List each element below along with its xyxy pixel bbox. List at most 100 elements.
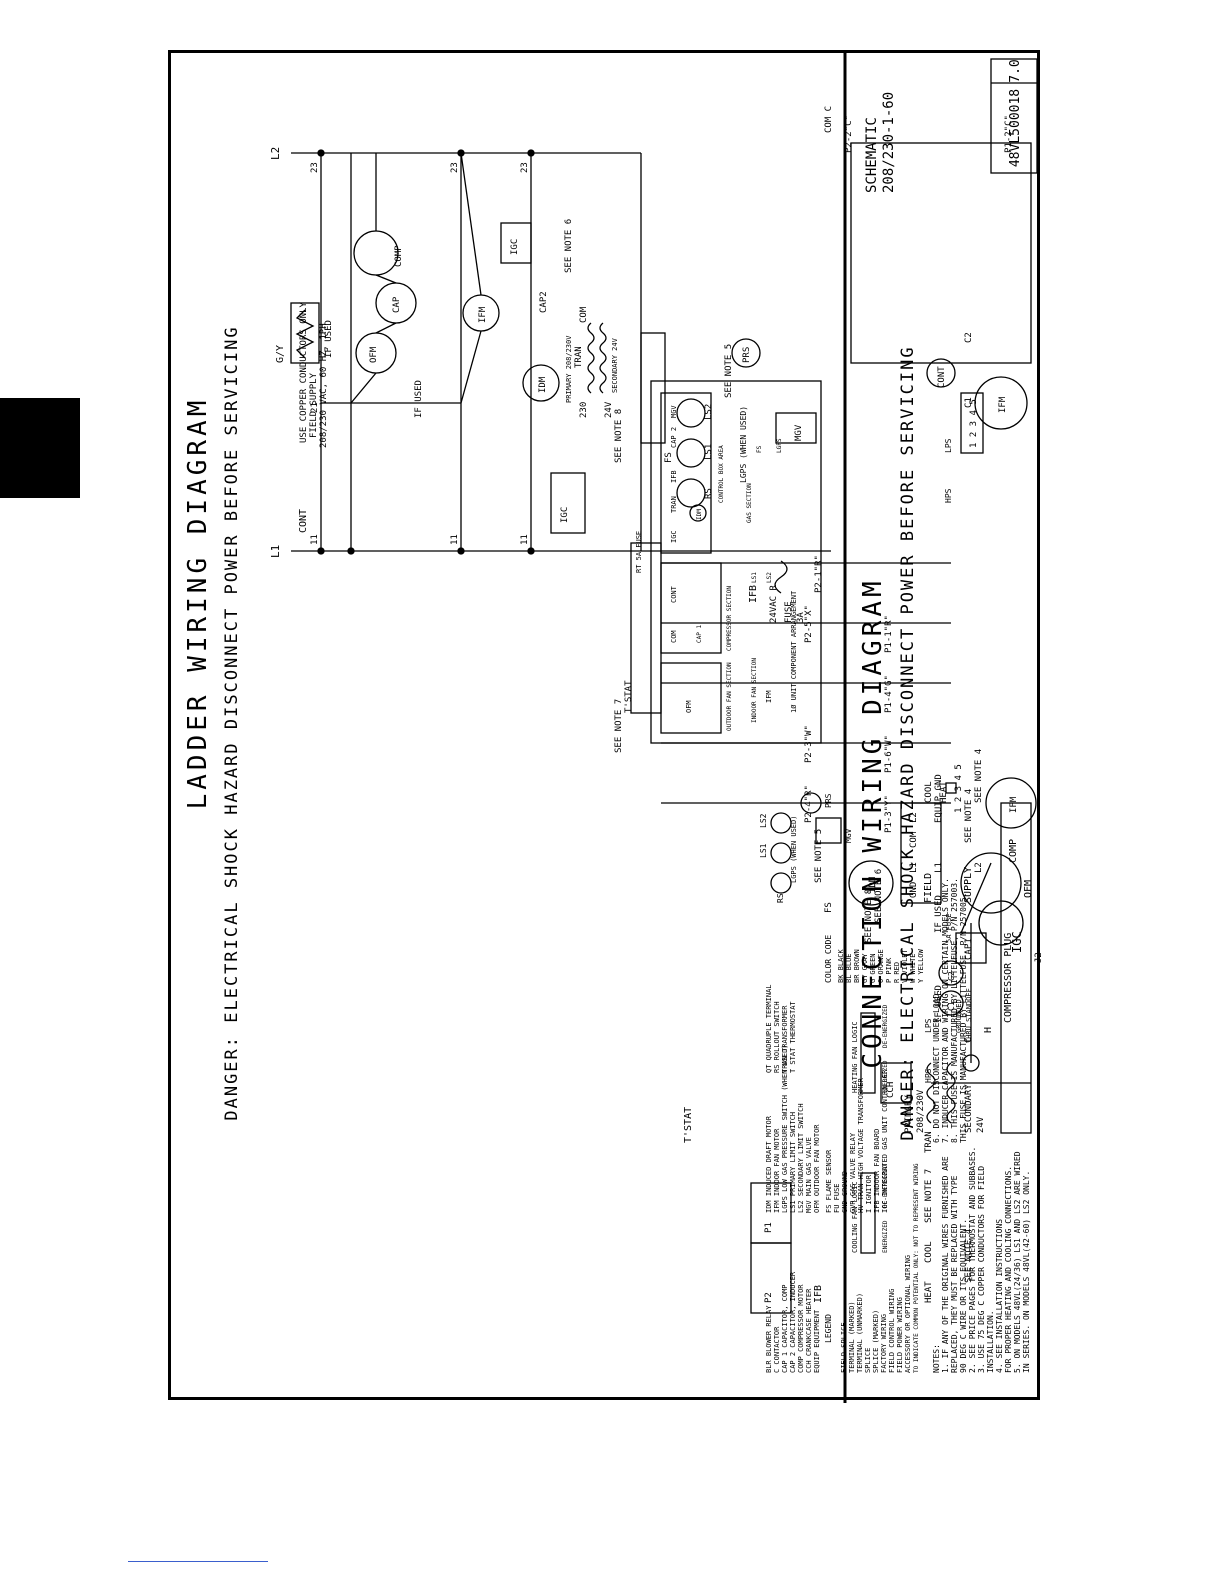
legend-code: I IGNITOR <box>865 1174 873 1213</box>
cooling-fan-logic: COOLING FAN LOGIC <box>851 1181 859 1253</box>
conn-c2-circle <box>938 960 964 986</box>
conn-ifb: IFB <box>813 1285 824 1303</box>
arr-control-box <box>660 392 712 554</box>
page-edge-tab <box>0 398 80 498</box>
color-code: V VIOLET <box>901 948 909 983</box>
ladder-mgv: MGV <box>794 424 804 441</box>
arr-outdoor-fan-label: OUTDOOR FAN SECTION <box>726 662 733 731</box>
ladder-p2-1r: P2-1"R" <box>814 555 824 593</box>
conn-fan-numbers: 1 2 3 4 5 <box>954 764 964 813</box>
ladder-heat: HEAT <box>939 781 949 803</box>
ladder-p2-2c: P2-2"C" <box>844 115 854 153</box>
conn-equip-gnd: EQUIP GND <box>934 774 944 823</box>
ladder-cont-c1: C1 <box>964 397 974 408</box>
cooling-fan-logic-bar <box>860 1172 876 1254</box>
arr-mgv: MGV <box>670 405 678 418</box>
ladder-prs-circle <box>731 338 761 368</box>
legend-symbol: FIELD SPLICE <box>840 1322 848 1373</box>
ladder-idm-circle <box>522 364 560 402</box>
line-num-11b: 11 <box>450 534 460 545</box>
legend-code: FU FUSE <box>833 1183 841 1213</box>
node <box>457 547 465 555</box>
ladder-igc-components: FS RS LS1 LS2 SEE NOTE 5 LGPS (WHEN USED… <box>640 332 817 508</box>
ladder-gy: G/Y <box>275 345 286 363</box>
ladder-rs-circle <box>676 478 706 508</box>
legend-symbol: SPLICE (MARKED) <box>872 1310 880 1373</box>
ladder-panel: LADDER WIRING DIAGRAM DANGER: ELECTRICAL… <box>183 58 1038 1121</box>
color-code: O ORANGE <box>877 949 885 983</box>
note-line: 4. SEE INSTALLATION INSTRUCTIONS <box>995 1219 1004 1373</box>
connection-title: CONNECTION WIRING DIAGRAM <box>858 577 888 1068</box>
ladder-cool: COOL <box>924 781 934 803</box>
conn-secondary: SECONDARY <box>964 1084 974 1133</box>
conn-fs: FS <box>824 902 834 913</box>
ladder-mgv-box <box>775 412 817 444</box>
conn-p2-connector <box>750 1242 792 1314</box>
ladder-24vac: 24VAC R <box>769 584 779 623</box>
conn-safety-switches: RS LS1 LS2 LGPS (WHEN USED) PRS MGV FS <box>759 792 853 913</box>
arr-fs: FS <box>756 445 763 453</box>
conn-ifm: IFM <box>1009 796 1019 813</box>
conn-hps: HPS <box>924 1068 933 1083</box>
color-code: W WHITE <box>909 953 917 983</box>
conn-transformer: PRIMARY 208/230V SECONDARY 24V TRAN <box>904 1062 986 1153</box>
color-code: R RED <box>893 962 901 983</box>
doc-number: 48VL500018 <box>1008 89 1023 167</box>
node <box>527 547 535 555</box>
wire <box>460 330 482 404</box>
conn-ifm-circle <box>985 777 1037 829</box>
color-code: Y YELLOW <box>917 948 925 983</box>
legend-code: RS ROLLOUT SWITCH <box>773 1001 781 1073</box>
ladder-igc-box-upper <box>500 222 532 264</box>
note-line: 2. SEE PRICE PAGES FOR THERMOSTAT AND SU… <box>968 1147 977 1373</box>
legend-symbol: FIELD POWER WIRING <box>896 1297 904 1373</box>
arr-ofm: OFM <box>685 700 693 713</box>
conn-ls1: LS1 <box>759 843 768 858</box>
rotated-diagram-canvas: LADDER WIRING DIAGRAM DANGER: ELECTRICAL… <box>171 53 1044 1403</box>
ladder-fan-numbers: 1 2 3 4 5 <box>969 399 979 448</box>
color-code: BL BLUE <box>845 953 853 983</box>
ladder-ifm-lower-circle <box>974 376 1028 430</box>
conn-p1: P1 <box>764 1222 774 1233</box>
note-line: FOR PROPER HEATING AND COOLING CONNECTIO… <box>1004 1166 1013 1373</box>
schematic-number: 208/230-1-60 <box>881 92 897 193</box>
conn-lps: LPS <box>924 1018 933 1033</box>
arr-outdoor-fan-section <box>660 662 722 734</box>
legend-symbol: ACCESSORY OR OPTIONAL WIRING <box>904 1255 912 1373</box>
conn-idm-circle <box>848 860 894 906</box>
legend-symbol: TO INDICATE COMMON POTENTIAL ONLY: NOT T… <box>913 1163 920 1373</box>
arr-idm: IDM <box>696 509 703 520</box>
ladder-p2-5x: P2-5"X" <box>804 605 814 643</box>
color-code: P PINK <box>885 957 893 983</box>
ladder-p1-2c: P1-2"C" <box>1004 115 1014 153</box>
conn-supply: SUPPLY <box>963 867 974 903</box>
conn-h: H <box>983 1027 994 1033</box>
conn-grounded: GROUNDED <box>955 999 963 1033</box>
ladder-230: 230 <box>579 402 589 418</box>
legend-heading: LEGEND <box>824 1314 833 1343</box>
conn-l2: L2 <box>974 862 984 873</box>
legend-code: LS1 PRIMARY LIMIT SWITCH <box>789 1112 797 1213</box>
legend-code: IGC INTEGRATED GAS UNIT CONTROLLER <box>881 1069 889 1213</box>
arr-ifb: IFB <box>670 470 678 483</box>
ladder-cap2-label: CAP2 <box>539 291 549 313</box>
legend-code: COMP COMPRESSOR MOTOR <box>797 1284 805 1373</box>
node <box>347 547 355 555</box>
heating-deenergized: DE-ENERGIZED <box>882 1004 889 1048</box>
conn-gnd: GND <box>909 882 919 898</box>
legend-code: LS2 SECONDARY LIMIT SWITCH <box>797 1103 805 1213</box>
ladder-ofm-comp-cluster: IF USED OFM CAP COMP IF USED <box>290 153 424 418</box>
ladder-lgps: LGPS (WHEN USED) <box>739 406 748 483</box>
note-line: 3. USE 75 DEG C COPPER CONDUCTORS FOR FI… <box>977 1166 986 1373</box>
ladder-p2-3w: P2-3"W" <box>804 725 814 763</box>
conn-primary-v: 208/230V <box>916 1089 926 1133</box>
legend-block: LEGEND FIELD SPLICE TERMINAL (MARKED) TE… <box>765 935 925 1373</box>
legend-code: LGPS LOW GAS PRESSURE SWITCH (WHEN USED) <box>781 1044 789 1213</box>
heating-energized: ENERGIZED <box>882 1060 889 1093</box>
arr-tran: TRAN <box>670 496 678 513</box>
conn-igc: IGC <box>1010 931 1024 953</box>
node <box>317 547 325 555</box>
conn-compressor-plug: COMPRESSOR PLUG <box>1003 933 1014 1023</box>
legend-symbol: TERMINAL (MARKED) <box>848 1301 856 1373</box>
ladder-cont-label: CONT <box>937 366 947 388</box>
